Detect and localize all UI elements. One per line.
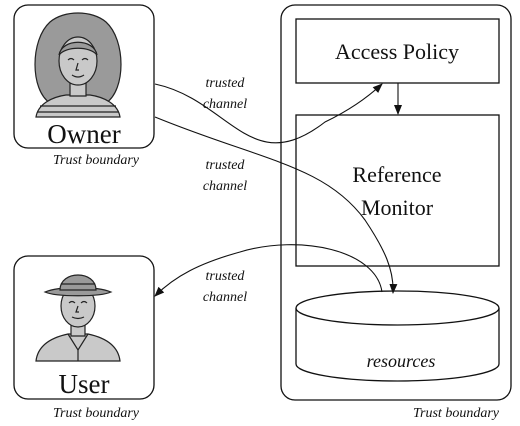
owner-trust-boundary-label: Trust boundary bbox=[53, 153, 140, 168]
trusted-channel-label-1: trusted channel bbox=[203, 76, 247, 112]
owner-avatar-icon bbox=[34, 12, 122, 118]
owner-trust-boundary: Owner bbox=[13, 4, 155, 149]
user-trust-boundary-label: Trust boundary bbox=[53, 406, 140, 421]
reference-monitor-label-line1: Reference bbox=[352, 162, 441, 187]
owner-to-access-policy-channel bbox=[154, 83, 383, 144]
user-avatar-icon bbox=[35, 274, 121, 362]
svg-text:trusted: trusted bbox=[206, 76, 246, 91]
svg-text:channel: channel bbox=[203, 179, 247, 194]
user-label: User bbox=[59, 369, 110, 399]
trusted-channel-label-2: trusted channel bbox=[203, 158, 247, 194]
resources-database: resources bbox=[295, 290, 500, 382]
resources-to-user-channel bbox=[154, 244, 383, 297]
user-trust-boundary: User bbox=[13, 255, 155, 400]
system-trust-boundary: Access Policy Reference Monitor resource… bbox=[280, 4, 512, 401]
owner-label: Owner bbox=[47, 119, 120, 149]
svg-text:trusted: trusted bbox=[206, 158, 246, 173]
svg-text:trusted: trusted bbox=[206, 269, 246, 284]
owner-to-resources-channel bbox=[154, 116, 398, 294]
reference-monitor-label-line2: Monitor bbox=[361, 195, 434, 220]
resources-label: resources bbox=[367, 351, 436, 371]
access-policy-box: Access Policy bbox=[295, 18, 500, 84]
trusted-channel-label-3: trusted channel bbox=[203, 269, 247, 305]
svg-text:channel: channel bbox=[203, 290, 247, 305]
system-trust-boundary-label: Trust boundary bbox=[413, 406, 500, 421]
reference-monitor-box: Reference Monitor bbox=[295, 114, 500, 267]
access-policy-label: Access Policy bbox=[335, 39, 459, 64]
svg-text:channel: channel bbox=[203, 97, 247, 112]
